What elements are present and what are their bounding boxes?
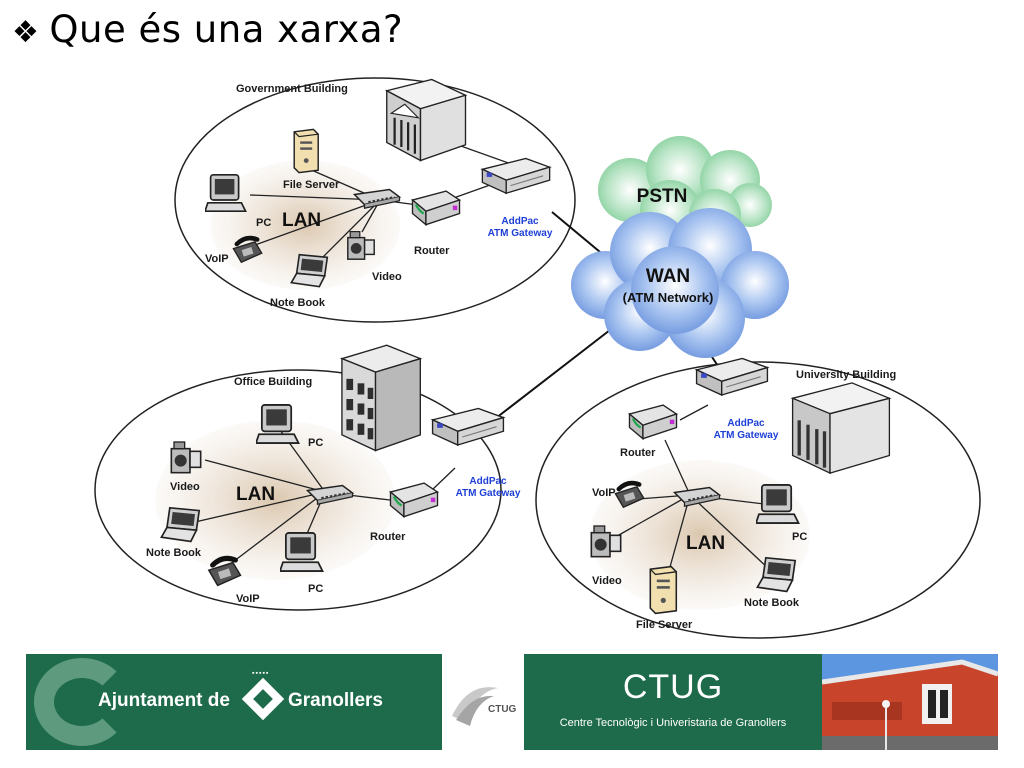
ctug-subtitle: Centre Tecnològic i Univeristaria de Gra… xyxy=(559,717,787,729)
office-wan-link xyxy=(477,329,611,433)
university-gateway-label-1: AddPac xyxy=(727,418,765,429)
government-gateway-label-2: ATM Gateway xyxy=(488,228,553,239)
pstn-label: PSTN xyxy=(637,186,688,207)
ctug-mini-text: CTUG xyxy=(488,704,517,715)
ajuntament-text: Ajuntament de Granollers xyxy=(98,690,383,712)
university-building-label: University Building xyxy=(796,369,896,381)
diamond-bullet-icon: ❖ xyxy=(12,15,40,50)
wan-label: WAN xyxy=(646,266,690,287)
university-voip-label: VoIP xyxy=(592,487,616,499)
crown-icon: ▪▪▪▪▪ xyxy=(252,670,270,677)
government-voip-label: VoIP xyxy=(205,253,229,265)
building-photo-image xyxy=(822,654,998,750)
government-file-server-icon xyxy=(293,128,319,174)
ajuntament-right-text: Granollers xyxy=(287,690,383,711)
office-pc-top-label: PC xyxy=(308,437,323,449)
office-lan-label: LAN xyxy=(236,484,275,505)
government-building-icon xyxy=(385,78,467,162)
university-router-label: Router xyxy=(620,447,656,459)
university-notebook-label: Note Book xyxy=(744,597,800,609)
wan-sublabel: (ATM Network) xyxy=(623,290,714,305)
government-router-icon xyxy=(411,189,461,226)
government-pc-label: PC xyxy=(256,217,271,229)
university-pc-label: PC xyxy=(792,531,807,543)
office-building-label: Office Building xyxy=(234,376,312,388)
office-gateway-icon xyxy=(431,407,505,446)
government-lan-label: LAN xyxy=(282,210,321,231)
university-building-icon xyxy=(790,381,892,475)
network-diagram: PSTN WAN (ATM Network) Government Buildi… xyxy=(94,77,981,639)
office-lan-cloud xyxy=(155,420,395,580)
wan-cloud xyxy=(571,208,789,358)
ctug-banner: CTUG Centre Tecnològic i Univeristaria d… xyxy=(524,654,822,750)
ajuntament-banner: ▪▪▪▪▪ Ajuntament de Granollers xyxy=(26,654,442,750)
ctug-mini-logo: CTUG xyxy=(446,672,522,732)
government-file-server-label: File Server xyxy=(283,179,340,191)
office-video-label: Video xyxy=(170,481,200,493)
ctug-swoosh-icon xyxy=(452,687,498,726)
office-links xyxy=(181,429,456,569)
university-gateway-icon xyxy=(695,357,769,396)
government-video-label: Video xyxy=(372,271,402,283)
office-router-label: Router xyxy=(370,531,406,543)
office-gateway-label-1: AddPac xyxy=(469,476,507,487)
government-gateway-icon xyxy=(481,157,551,194)
university-gateway-label-2: ATM Gateway xyxy=(714,430,779,441)
university-lan-cloud xyxy=(590,460,810,610)
ajuntament-left-text: Ajuntament de xyxy=(98,690,230,711)
office-building-icon xyxy=(341,344,421,452)
government-router-label: Router xyxy=(414,245,450,257)
slide-title-text: Que és una xarxa? xyxy=(49,8,404,51)
university-file-server-icon xyxy=(649,565,678,615)
office-gateway-label-2: ATM Gateway xyxy=(456,488,521,499)
office-notebook-label: Note Book xyxy=(146,547,202,559)
office-router-icon xyxy=(389,481,439,518)
government-gateway-label-1: AddPac xyxy=(501,216,539,227)
government-area xyxy=(174,77,576,323)
university-lan-label: LAN xyxy=(686,533,725,554)
slide-title: ❖ Que és una xarxa? xyxy=(12,8,403,51)
government-notebook-label: Note Book xyxy=(270,297,326,309)
government-building-label: Government Building xyxy=(236,83,348,95)
university-file-server-label: File Server xyxy=(636,619,693,631)
university-video-label: Video xyxy=(592,575,622,587)
ctug-title: CTUG xyxy=(622,668,724,706)
building-photo xyxy=(822,654,998,750)
office-pc-bottom-label: PC xyxy=(308,583,323,595)
university-area xyxy=(535,361,981,639)
office-voip-label: VoIP xyxy=(236,593,260,605)
office-area xyxy=(94,369,502,611)
university-router-icon xyxy=(628,403,678,440)
